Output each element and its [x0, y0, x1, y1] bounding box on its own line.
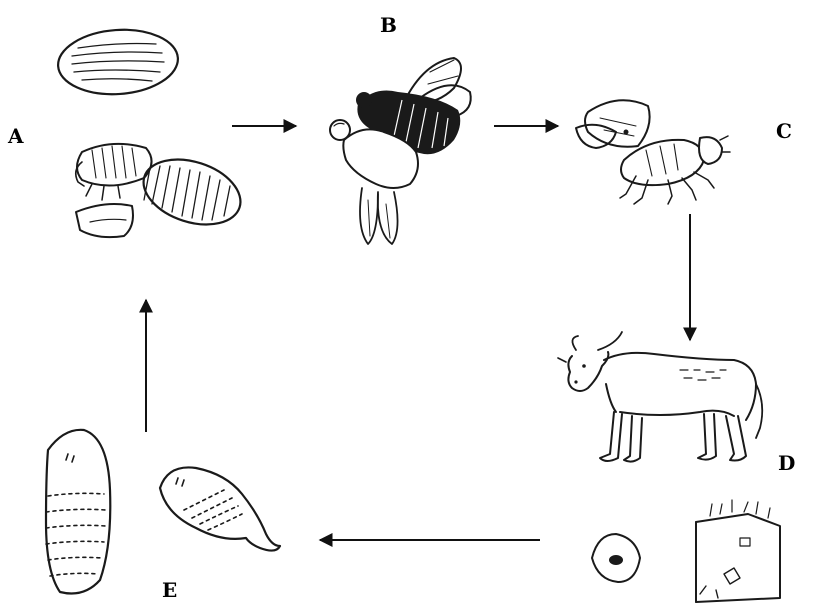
cow-host-icon — [558, 332, 762, 462]
cycle-arrows — [146, 126, 690, 540]
stage-label-a: A — [7, 124, 24, 148]
egg-on-hide-icon — [592, 500, 780, 602]
pupa-and-emerging-fly-icon — [56, 26, 249, 237]
larva-icon — [46, 430, 280, 594]
stage-label-e: E — [162, 578, 177, 602]
stage-label-c: C — [776, 119, 792, 143]
stage-label-d: D — [778, 451, 795, 475]
mating-flies-icon — [330, 58, 471, 244]
stage-label-b: B — [380, 13, 397, 37]
adult-fly-icon — [576, 100, 730, 204]
